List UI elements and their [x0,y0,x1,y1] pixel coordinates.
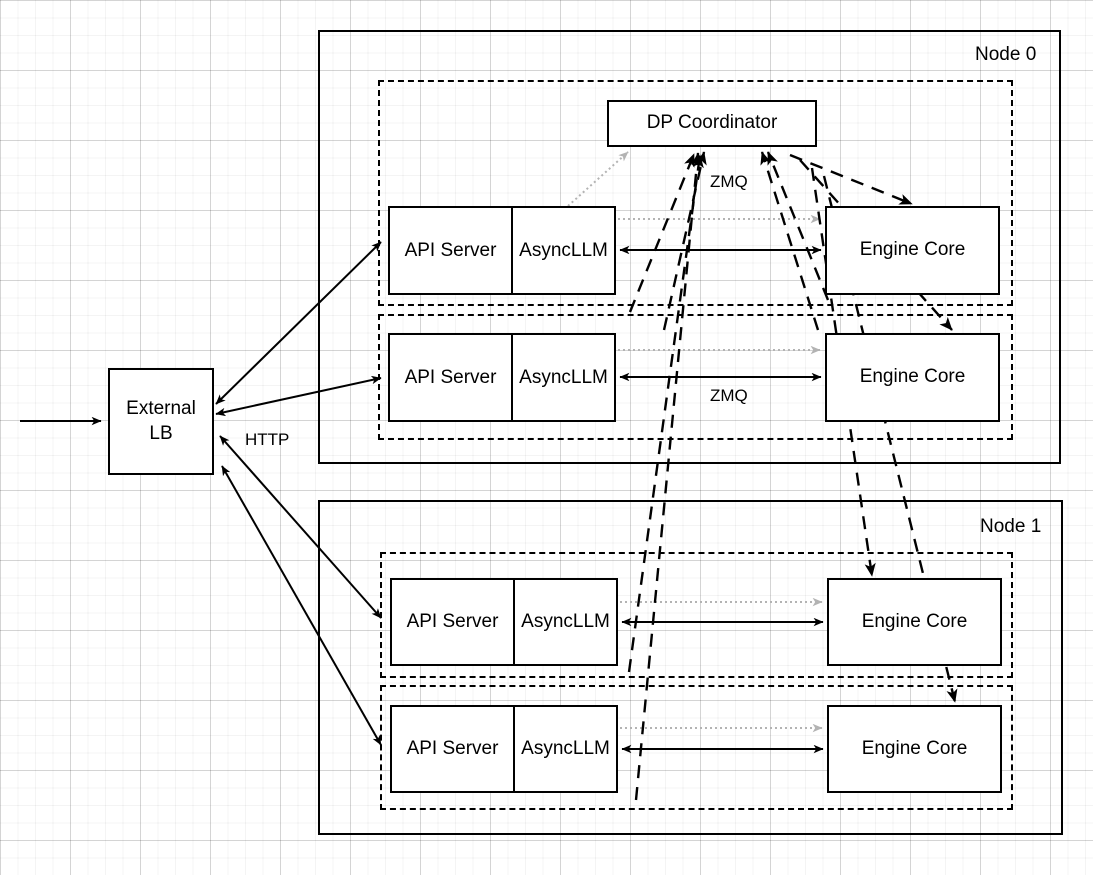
asyncllm-label: AsyncLLM [519,239,608,261]
engine-core-label: Engine Core [859,239,966,261]
api-server-label: API Server [392,707,515,791]
node-0-label: Node 0 [975,44,1037,65]
node-1-container [318,500,1063,835]
api-server-label: API Server [392,580,515,664]
node-1-replica-0-api-unit[interactable]: API Server AsyncLLM [390,578,618,666]
node-1-label: Node 1 [980,516,1042,537]
asyncllm-label: AsyncLLM [521,738,610,759]
http-edge-label: HTTP [245,430,290,449]
node-1-replica-1-engine-core[interactable]: Engine Core [827,705,1002,793]
node-0-replica-0-group [378,80,1013,306]
node-1-replica-0-group [380,552,1013,678]
node-1-replica-0-engine-core[interactable]: Engine Core [827,578,1002,666]
node-0-container [318,30,1061,464]
node-0-replica-1-engine-core[interactable]: Engine Core [825,333,1000,422]
node-1-replica-1-api-unit[interactable]: API Server AsyncLLM [390,705,618,793]
node-0-replica-0-engine-core[interactable]: Engine Core [825,206,1000,295]
zmq-mid-edge-label: ZMQ [710,386,748,405]
dp-coordinator-box[interactable]: DP Coordinator [607,100,817,147]
api-server-label: API Server [390,208,513,293]
engine-core-label: Engine Core [861,610,968,632]
engine-core-label: Engine Core [861,737,968,759]
asyncllm-label: AsyncLLM [521,611,610,632]
asyncllm-label: AsyncLLM [519,366,608,388]
zmq-top-edge-label: ZMQ [710,172,748,191]
external-lb-line1: External [126,397,196,419]
node-1-replica-1-group [380,685,1013,810]
dp-coordinator-label: DP Coordinator [646,112,778,134]
node-0-replica-1-api-unit[interactable]: API Server AsyncLLM [388,333,616,422]
node-0-replica-1-group [378,314,1013,440]
engine-core-label: Engine Core [859,366,966,388]
node-0-replica-0-api-unit[interactable]: API Server AsyncLLM [388,206,616,295]
external-lb-line2: LB [149,422,173,444]
external-lb-box[interactable]: External LB [108,368,214,475]
api-server-label: API Server [390,335,513,420]
